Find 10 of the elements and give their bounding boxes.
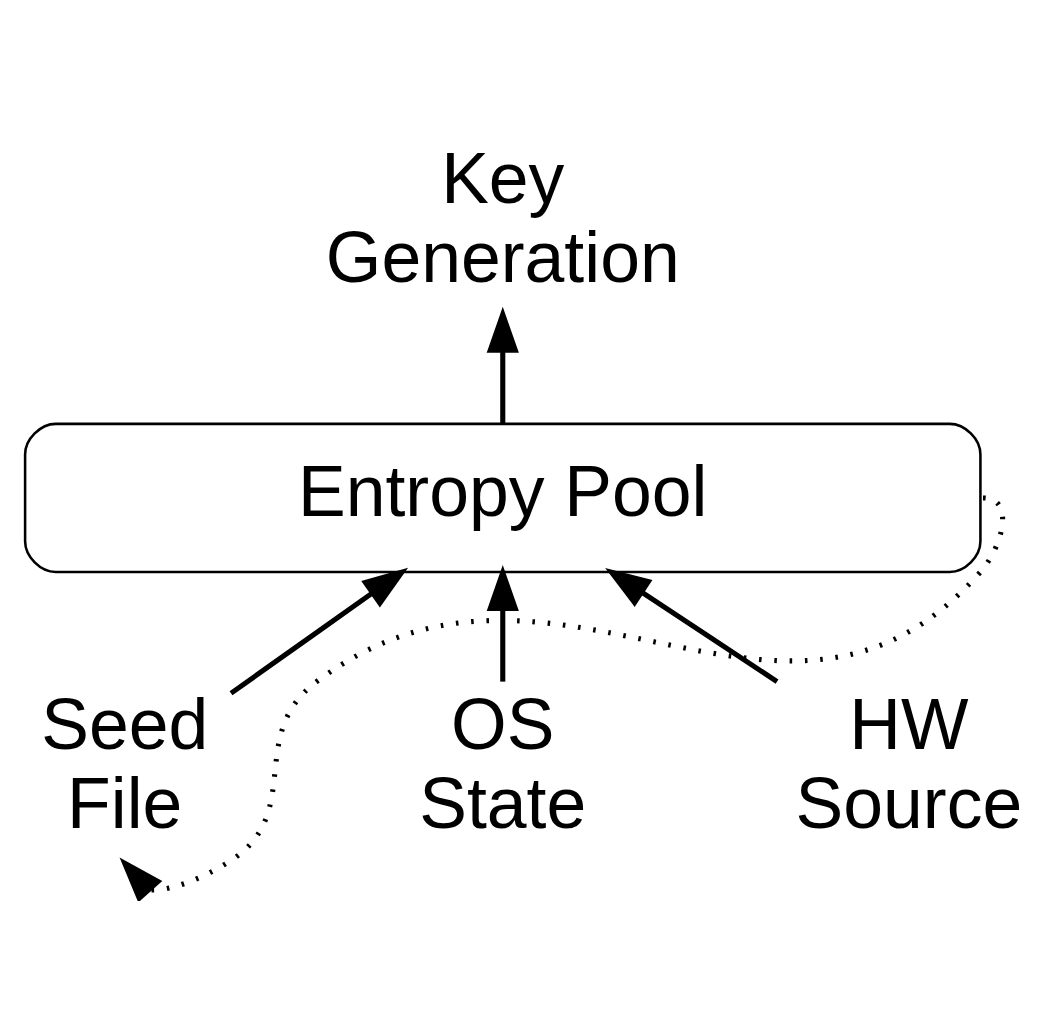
node-box: Entropy Pool: [23, 422, 982, 574]
arrow: [486, 565, 519, 682]
arrow: [486, 306, 519, 424]
node-text: HW Source: [795, 684, 1023, 844]
arrow: [119, 495, 1006, 901]
arrow: [229, 567, 409, 696]
node-text: Key Generation: [325, 137, 680, 297]
node-text: OS State: [419, 684, 587, 844]
node-text: Seed File: [41, 684, 209, 844]
arrow: [605, 568, 779, 684]
